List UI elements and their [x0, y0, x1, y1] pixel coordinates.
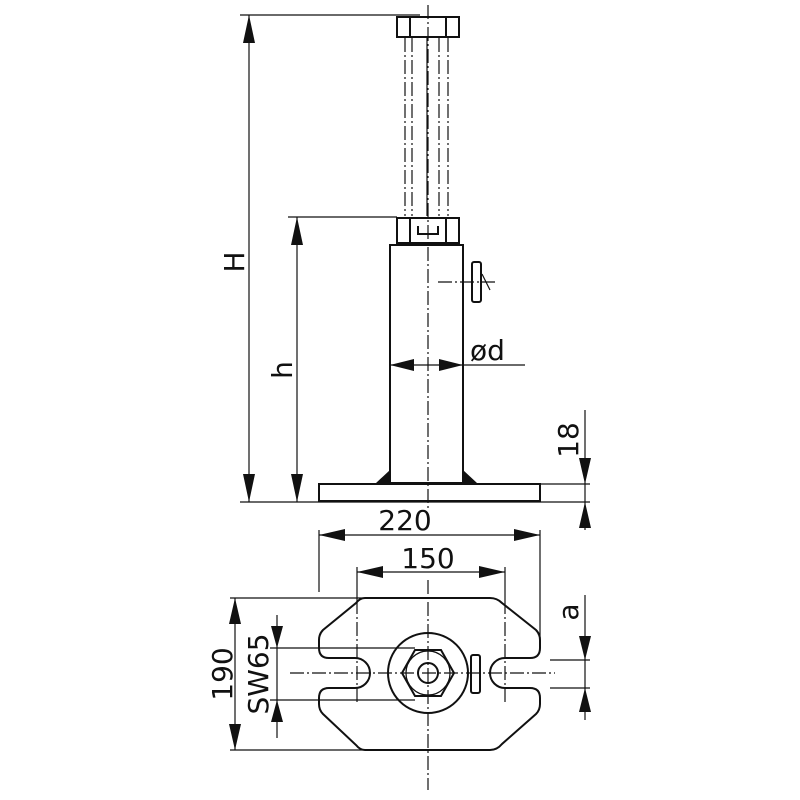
clamp-knob-top: [470, 654, 481, 694]
base-plate: [318, 483, 541, 502]
lock-nut: [396, 217, 460, 244]
threaded-rod: [404, 38, 449, 216]
label-SW65: SW65: [242, 633, 275, 714]
dimension-190: 190: [206, 597, 365, 751]
label-190: 190: [206, 647, 239, 700]
weld-fillet: [376, 470, 477, 483]
top-nut: [396, 16, 460, 38]
base-plate-outline: [318, 597, 541, 751]
side-view: H h ød 18: [218, 5, 591, 530]
dimension-150: 150: [356, 542, 506, 702]
dimension-H: H: [218, 14, 590, 503]
label-a: a: [552, 603, 585, 620]
dimension-a: a: [550, 595, 591, 720]
label-h: h: [266, 361, 299, 379]
dimension-220: 220: [318, 504, 541, 640]
dimension-h: h: [266, 216, 397, 502]
label-d: ød: [470, 334, 505, 367]
label-220: 220: [378, 504, 431, 537]
label-18: 18: [552, 422, 585, 458]
dimension-d: ød: [390, 334, 525, 371]
top-view: 220 150 190 SW: [206, 504, 591, 790]
label-H: H: [218, 251, 251, 272]
clamp-knob: [438, 261, 495, 303]
label-150: 150: [401, 542, 454, 575]
dimension-18: 18: [540, 410, 591, 530]
dimension-SW65: SW65: [242, 615, 415, 738]
